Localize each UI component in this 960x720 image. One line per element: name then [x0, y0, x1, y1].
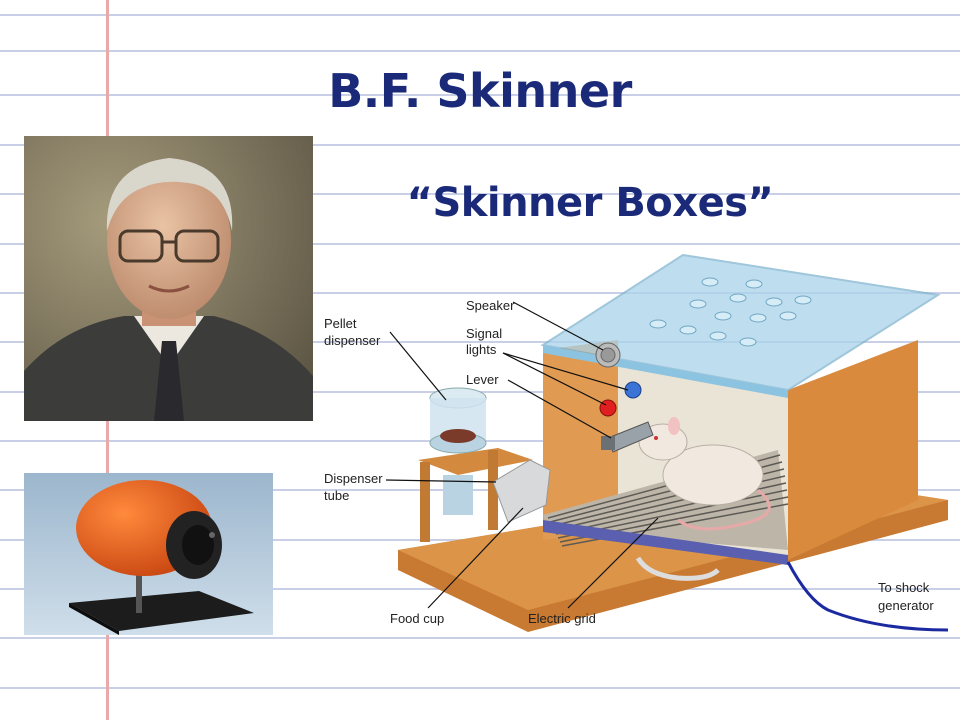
glass-lid	[540, 253, 941, 392]
rule-line	[0, 243, 960, 245]
label-pellet-dispenser-line2: dispenser	[324, 333, 381, 348]
skinner-box-diagram: Pellet dispenser Speaker Signal lights L…	[324, 253, 949, 632]
label-signal-lights-line2: lights	[466, 342, 497, 357]
rule-line	[0, 193, 960, 195]
label-pellet-dispenser-line1: Pellet	[324, 316, 357, 331]
label-electric-grid: Electric grid	[528, 611, 596, 626]
rule-line	[0, 94, 960, 96]
rule-line	[0, 292, 960, 294]
label-speaker: Speaker	[466, 298, 515, 313]
rat	[638, 417, 771, 531]
orange-device-photo	[24, 473, 273, 635]
box-side-wall	[788, 340, 918, 560]
rule-line	[0, 144, 960, 146]
grid-strip	[543, 520, 788, 565]
label-signal-lights-line1: Signal	[466, 326, 502, 341]
rule-line	[0, 489, 960, 491]
rule-line	[0, 637, 960, 639]
speaker	[595, 342, 621, 368]
rule-line	[0, 50, 960, 52]
rule-line	[0, 14, 960, 16]
label-dispenser-tube-line2: tube	[324, 488, 349, 503]
drawer-handle	[635, 556, 720, 581]
rule-line	[0, 341, 960, 343]
slide-subtitle: “Skinner Boxes”	[406, 180, 774, 226]
front-panel	[543, 340, 618, 540]
rule-line	[0, 687, 960, 689]
label-lever: Lever	[466, 372, 499, 387]
dispenser-tube	[492, 459, 551, 523]
signal-light-red	[599, 399, 617, 417]
leader-lines	[385, 301, 659, 609]
skinner-portrait-photo	[24, 136, 313, 421]
label-shock-line2: generator	[878, 598, 934, 613]
lid-holes	[649, 277, 812, 347]
slide-title: B.F. Skinner	[328, 64, 632, 118]
label-dispenser-tube-line1: Dispenser	[324, 471, 383, 486]
shock-cable	[786, 561, 949, 632]
lever	[601, 421, 654, 453]
signal-light-blue	[624, 381, 642, 399]
label-shock-line1: To shock	[878, 580, 930, 595]
label-food-cup: Food cup	[390, 611, 444, 626]
